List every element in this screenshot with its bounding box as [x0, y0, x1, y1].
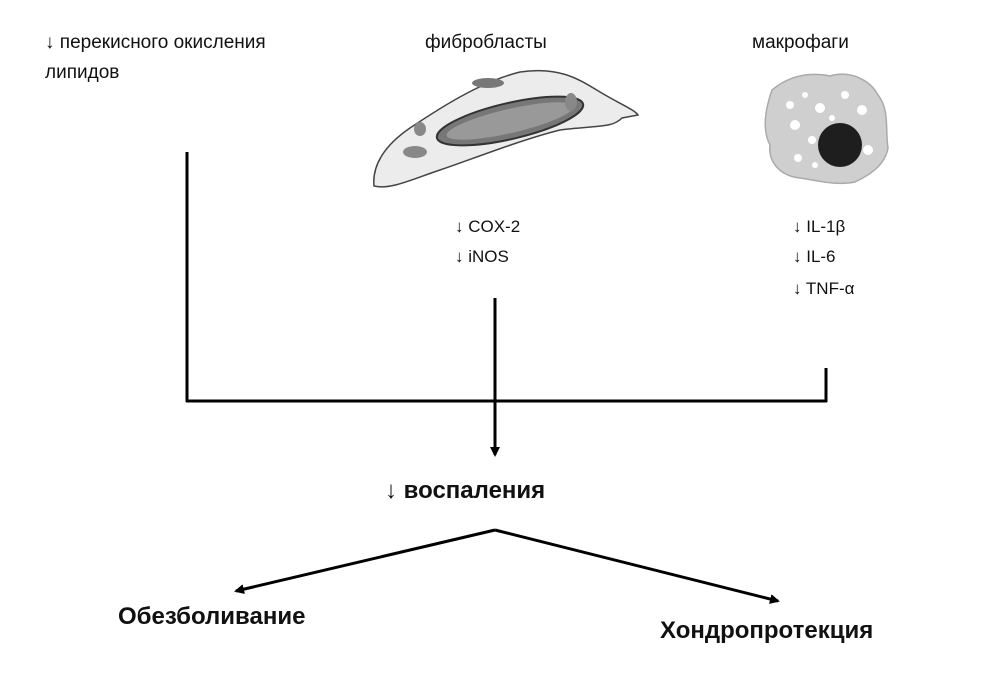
lipid-peroxidation-label: ↓ перекисного окисления — [45, 32, 266, 53]
inflammation-label: ↓ воспаления — [385, 477, 546, 504]
macrophages-title: макрофаги — [752, 32, 849, 53]
chondroprotection-label: Хондропротекция — [660, 617, 874, 644]
marker-tnfa: ↓ TNF-α — [793, 279, 855, 298]
marker-inos: ↓ iNOS — [455, 247, 509, 266]
connector-lines — [185, 152, 828, 604]
marker-il1b: ↓ IL-1β — [793, 217, 846, 236]
fibroblasts-title: фибробласты — [425, 32, 547, 53]
marker-cox2: ↓ COX-2 — [455, 217, 521, 236]
fibroblast-cell-image — [373, 69, 640, 188]
macrophage-cell-image — [764, 73, 889, 185]
lipid-peroxidation-label-cont: липидов — [45, 62, 120, 83]
marker-il6: ↓ IL-6 — [793, 247, 836, 266]
analgesia-label: Обезболивание — [118, 603, 306, 630]
